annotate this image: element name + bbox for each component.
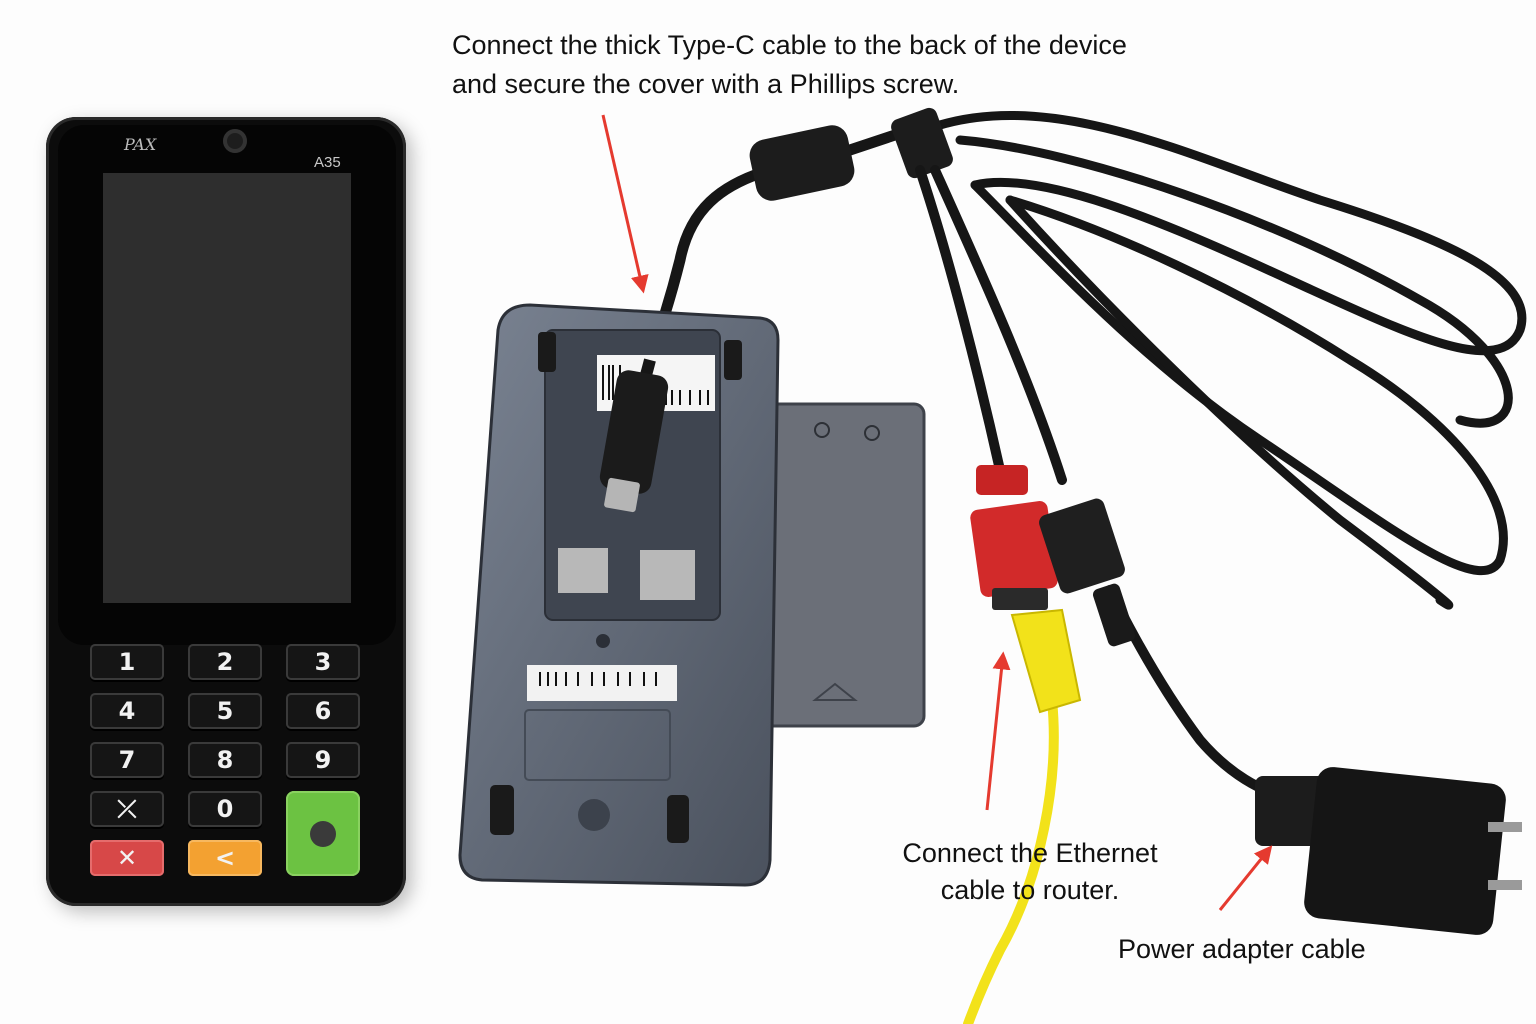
certification-area [524, 709, 671, 781]
key-2[interactable]: 2 [188, 644, 262, 680]
cable-splitter [891, 107, 953, 179]
ethernet-instruction: Connect the Ethernet cable to router. [880, 835, 1180, 909]
payment-terminal-front: PAX A35 1 2 3 4 5 6 7 8 9 ⤫ 0 ✕ < [46, 117, 406, 906]
power-adapter-arrow [1218, 845, 1273, 911]
key-1[interactable]: 1 [90, 644, 164, 680]
ethernet-plug [1010, 608, 1082, 714]
back-key[interactable]: < [188, 840, 262, 876]
device-back [458, 303, 780, 887]
type-c-arrow [601, 114, 649, 294]
rubber-foot [667, 795, 689, 843]
brand-logo: PAX [124, 135, 157, 154]
power-adapter-label: Power adapter cable [1118, 934, 1366, 964]
terminal-screen [103, 173, 351, 603]
type-c-instruction-line-1: Connect the thick Type-C cable to the ba… [452, 30, 1127, 60]
key-3[interactable]: 3 [286, 644, 360, 680]
power-cable-connector [1039, 498, 1136, 647]
product-barcode [539, 672, 657, 686]
key-function[interactable]: ⤫ [90, 791, 164, 827]
rubber-foot [724, 340, 742, 380]
ethernet-coupler [970, 465, 1058, 610]
split-cables [915, 165, 1295, 805]
key-8[interactable]: 8 [188, 742, 262, 778]
type-c-cable [644, 107, 953, 366]
type-c-plug [599, 358, 669, 513]
power-prong [1488, 880, 1522, 890]
product-label [527, 665, 677, 701]
power-prong [1488, 822, 1522, 832]
key-5[interactable]: 5 [188, 693, 262, 729]
key-0[interactable]: 0 [188, 791, 262, 827]
model-label: A35 [314, 154, 341, 171]
ethernet-arrow [985, 651, 1011, 811]
key-7[interactable]: 7 [90, 742, 164, 778]
key-6[interactable]: 6 [286, 693, 360, 729]
battery-cover [750, 402, 926, 728]
screw-hole [596, 634, 610, 648]
sim-slot [640, 550, 695, 600]
power-adapter [1255, 767, 1522, 935]
camera-icon [223, 129, 247, 153]
keypad: 1 2 3 4 5 6 7 8 9 ⤫ 0 ✕ < [90, 644, 360, 884]
ethernet-instruction-line-1: Connect the Ethernet [902, 838, 1158, 868]
rubber-foot [538, 332, 556, 372]
speaker-grill [578, 799, 610, 831]
rubber-foot [490, 785, 514, 835]
key-4[interactable]: 4 [90, 693, 164, 729]
type-c-instruction-line-2: and secure the cover with a Phillips scr… [452, 69, 960, 99]
annotation-arrows [601, 114, 1273, 911]
ferrite-core [749, 125, 855, 201]
ethernet-instruction-line-2: cable to router. [940, 875, 1120, 905]
type-c-instruction: Connect the thick Type-C cable to the ba… [452, 26, 1212, 104]
enter-key[interactable] [286, 791, 360, 876]
sim-slot [558, 548, 608, 593]
enter-icon [310, 820, 336, 847]
cancel-key[interactable]: ✕ [90, 840, 164, 876]
ethernet-cable [963, 608, 1082, 1024]
cable-coil [935, 110, 1527, 610]
key-9[interactable]: 9 [286, 742, 360, 778]
